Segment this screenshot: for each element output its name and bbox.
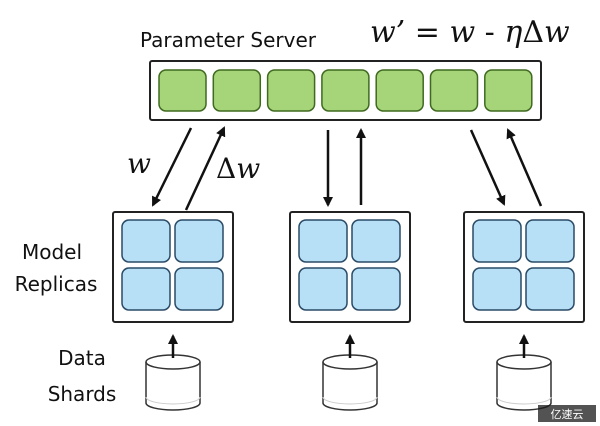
data-shards-label-line2: Shards [48, 382, 117, 406]
server-shard-cell [158, 69, 207, 112]
equation-w-last: w [544, 15, 570, 50]
data-shard-2 [322, 334, 378, 411]
model-replica-3 [463, 211, 585, 323]
arrow-down-replica-1 [151, 127, 193, 207]
equation-minus: - [475, 15, 504, 50]
parameter-server-label: Parameter Server [140, 28, 317, 52]
server-shard-cell [212, 69, 262, 112]
model-replica-cell [121, 267, 171, 311]
model-replicas-label-line1: Model [22, 240, 82, 264]
equation-equals: = [405, 15, 449, 50]
parameter-server-shards [158, 69, 533, 112]
server-shard-cell [375, 69, 424, 112]
server-shard-cell [321, 69, 370, 112]
model-replica-cell [298, 219, 348, 263]
watermark-backdrop [538, 405, 596, 422]
equation-delta: Δ [522, 15, 544, 50]
update-rule-equation: w’ = w - ηΔw [370, 15, 570, 50]
model-replica-2 [289, 211, 411, 323]
model-replica-cell [525, 219, 575, 263]
data-shards-label-line1: Data [58, 346, 106, 370]
model-replica-cell [472, 267, 522, 311]
data-shard-1 [145, 334, 201, 411]
arrow-label-delta-w: Δw [216, 152, 260, 185]
data-shard-3 [496, 334, 552, 411]
arrow-up-replica-3 [506, 128, 543, 207]
model-replica-cell [121, 219, 171, 263]
model-replica-cell [298, 267, 348, 311]
server-shard-cell [266, 69, 316, 112]
model-replica-cell [351, 267, 401, 311]
equation-w: w [449, 15, 475, 50]
server-shard-cell [484, 69, 533, 112]
model-replicas-label-line2: Replicas [15, 272, 98, 296]
cylinder-body [145, 362, 201, 411]
arrow-label-w: w [127, 147, 151, 180]
cylinder-shadow-line [322, 396, 378, 405]
watermark-text: 亿速云 [551, 408, 584, 421]
model-replica-cell [351, 219, 401, 263]
cylinder-shadow-line [145, 396, 201, 405]
arrow-up-replica-1 [184, 126, 226, 211]
equation-eta: η [504, 15, 522, 50]
model-replica-1 [112, 211, 234, 323]
model-replica-cell [174, 267, 224, 311]
model-replica-cell [525, 267, 575, 311]
model-replica-cell [472, 219, 522, 263]
arrow-down-replica-3 [469, 129, 506, 206]
cylinder-body [322, 362, 378, 411]
equation-w-prime: w’ [370, 15, 405, 50]
model-replica-cell [174, 219, 224, 263]
server-shard-cell [429, 69, 479, 112]
cylinder-shadow-line [496, 396, 552, 405]
